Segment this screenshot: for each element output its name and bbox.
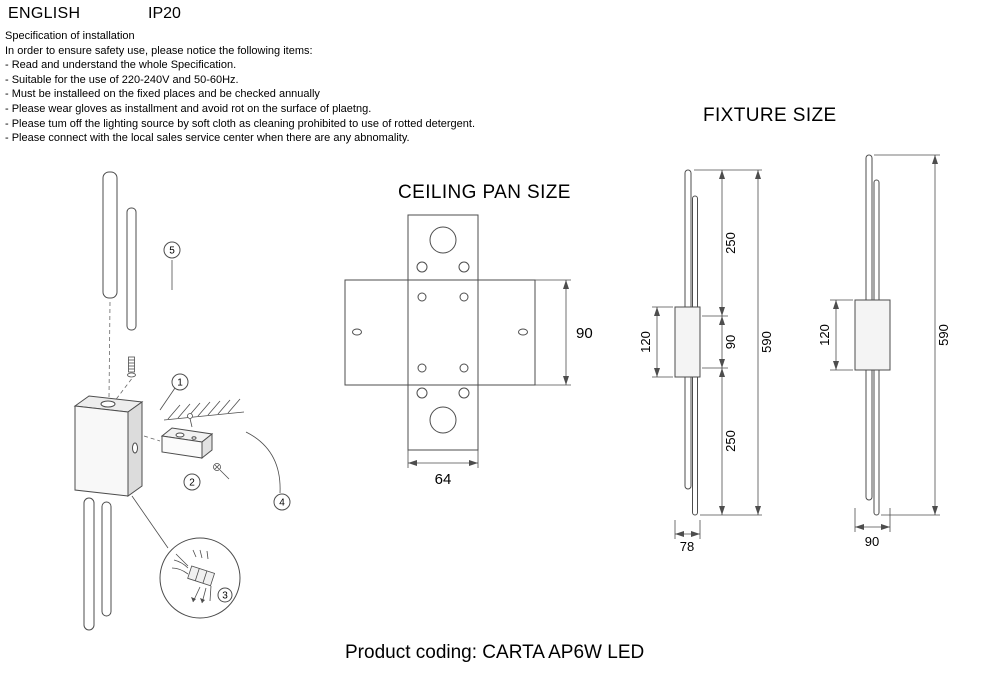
spec-line: - Please connect with the local sales se…: [5, 132, 410, 145]
callout-2: 2: [183, 473, 201, 491]
side-dim-seg-mid: 90: [723, 335, 738, 349]
side-dim-seg-top: 250: [723, 232, 738, 254]
side-view-tubes: [674, 169, 701, 516]
fixture-size-title: FIXTURE SIZE: [703, 105, 837, 126]
spec-line: - Suitable for the use of 220-240V and 5…: [5, 73, 239, 86]
language-label: ENGLISH: [8, 5, 81, 22]
lamp-top-tubes: [102, 171, 137, 331]
side-view-arrowheads: [654, 170, 761, 537]
side-dim-body: 120: [640, 331, 653, 353]
alignment-dashed-lines: [108, 301, 161, 442]
callout-5: 5: [163, 241, 181, 290]
screw-icon: [213, 463, 230, 480]
spec-line: - Read and understand the whole Specific…: [5, 59, 237, 72]
front-dim-body: 120: [820, 324, 832, 346]
callout-2-number: 2: [189, 478, 195, 489]
ceiling-pan-plates: [344, 214, 536, 451]
front-dim-total: 590: [936, 324, 951, 346]
spec-title: Specification of installation: [5, 30, 135, 42]
spec-line: - Please tum off the lighting source by …: [5, 117, 476, 130]
side-dim-total: 590: [759, 331, 774, 353]
bracket-screw-icon: [187, 413, 193, 428]
spec-line: - Please wear gloves as installment and …: [5, 102, 372, 115]
spec-block: Specification of installation In order t…: [5, 29, 475, 146]
dim-lines-width: [407, 450, 479, 468]
lamp-bottom-tubes: [83, 497, 112, 631]
wires: [171, 549, 212, 604]
ip-rating-label: IP20: [148, 5, 181, 22]
front-dim-width: 90: [865, 534, 879, 549]
installation-diagram: 5 1: [73, 171, 291, 631]
side-view-dim-lines: [652, 169, 762, 539]
front-view-tubes: [854, 154, 891, 516]
front-view-arrowheads: [833, 155, 938, 530]
ceiling-pan-size-title: CEILING PAN SIZE: [398, 182, 571, 203]
ceiling-pan-diagram: 90 64: [344, 214, 593, 488]
callout-3: 3: [217, 587, 233, 603]
callout-5-number: 5: [169, 246, 175, 257]
wiring-detail-bubble: [159, 537, 241, 619]
wall-bracket: [160, 427, 214, 460]
wall-hatch: [163, 398, 245, 421]
detail-leader-line: [131, 495, 169, 549]
callout-1-number: 1: [177, 378, 183, 389]
side-dim-seg-bottom: 250: [723, 430, 738, 452]
spec-intro: In order to ensure safety use, please no…: [5, 44, 313, 57]
dim-lines-height: [535, 279, 571, 386]
threaded-stud: [127, 356, 136, 378]
spec-line: - Must be installeed on the fixed places…: [5, 88, 320, 101]
callout-1: 1: [159, 373, 189, 411]
ceiling-pan-dim-height: 90: [576, 325, 593, 342]
callout-4-number: 4: [279, 498, 285, 509]
ceiling-pan-holes: [352, 226, 528, 434]
fixture-front-view: 120 590 90: [820, 154, 951, 549]
side-dim-depth: 78: [680, 539, 694, 554]
fixture-side-view: 250 90 250 590 120 78: [640, 169, 774, 554]
product-coding: Product coding: CARTA AP6W LED: [345, 642, 645, 663]
callout-4: 4: [245, 431, 291, 511]
ceiling-pan-dim-width: 64: [435, 471, 452, 488]
callout-3-number: 3: [222, 591, 228, 602]
mount-body: [73, 395, 144, 497]
